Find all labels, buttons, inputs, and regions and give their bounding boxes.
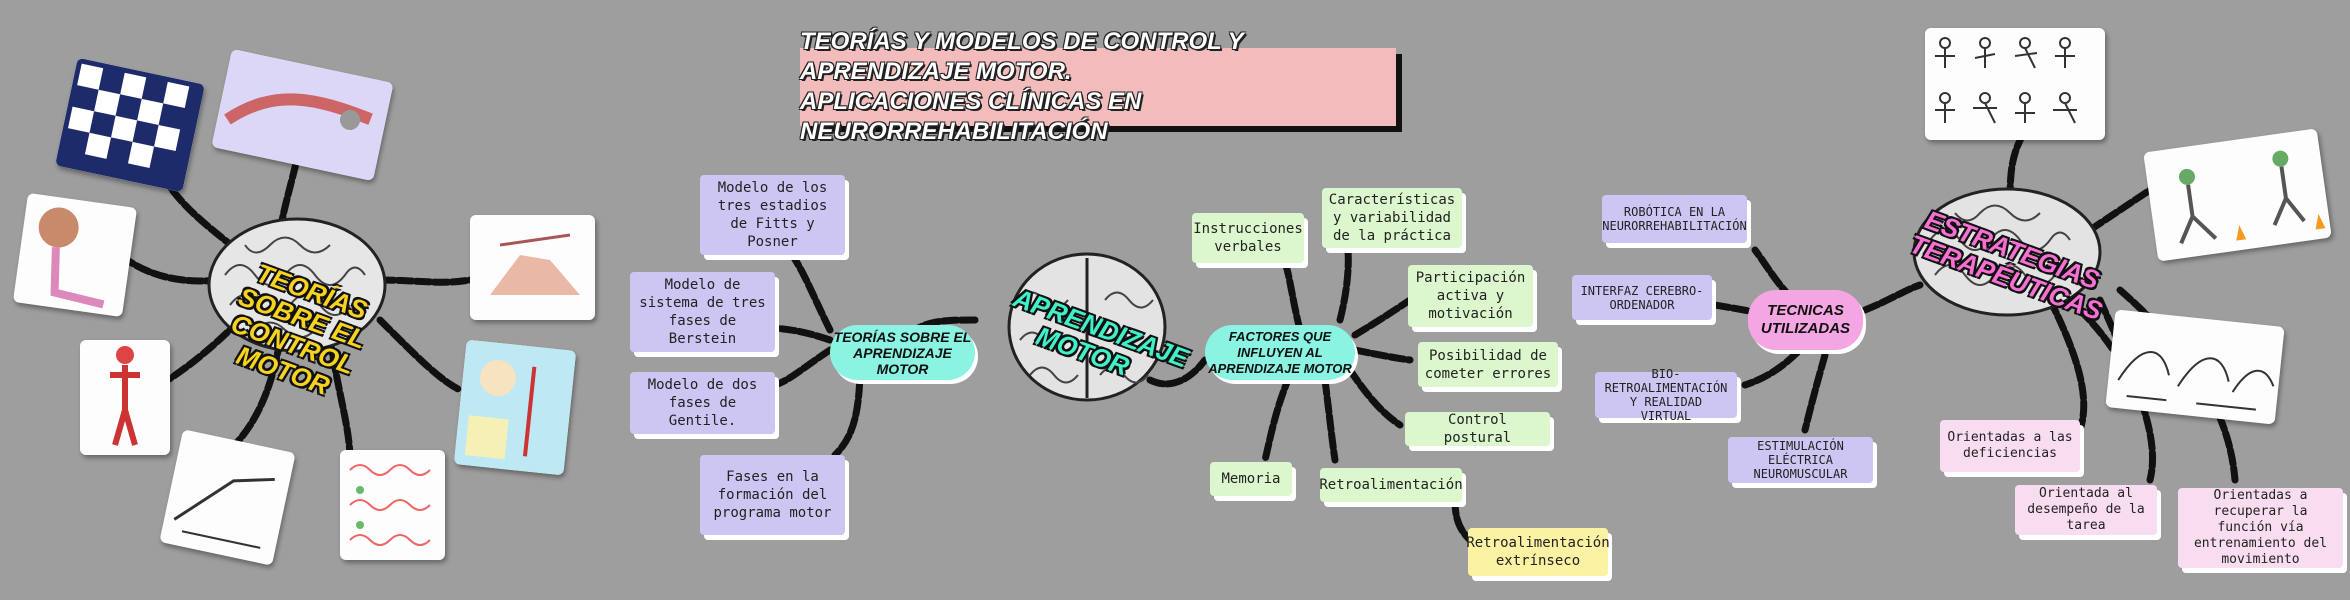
main-title-box: TEORÍAS Y MODELOS DE CONTROL Y APRENDIZA… (800, 28, 1396, 145)
brain-center-icon (1007, 252, 1167, 402)
factor-instructions: Instrucciones verbales (1192, 213, 1304, 263)
thumb-cone-exercise (2143, 128, 2332, 262)
factor-characteristics: Características y variabilidad de la prá… (1322, 188, 1462, 248)
factor-errors: Posibilidad de cometer errores (1418, 342, 1558, 387)
thumb-brain-chart (453, 339, 577, 476)
technique-biofeedback-vr: BIO-RETROALIMENTACIÓN Y REALIDAD VIRTUAL (1595, 367, 1737, 423)
brain-left-icon (207, 217, 387, 353)
thumb-arm-muscle (211, 48, 394, 182)
thumb-human-body (80, 340, 170, 455)
brain-right-icon (1912, 187, 2102, 317)
theory-motor-program: Fases en la formación del programa motor (700, 455, 845, 535)
thumb-exercise-poses (1925, 28, 2105, 140)
factor-postural: Control postural (1405, 412, 1550, 446)
techniques-node: TECNICAS UTILIZADAS (1748, 290, 1863, 350)
technique-electrical-stim: ESTIMULACIÓN ELÉCTRICA NEUROMUSCULAR (1728, 437, 1873, 483)
technique-bci: INTERFAZ CEREBRO-ORDENADOR (1572, 275, 1712, 320)
thumb-arm-sketch (159, 429, 296, 566)
strategy-task: Orientada al desempeño de la tarea (2015, 485, 2157, 535)
factor-memory: Memoria (1210, 462, 1292, 496)
theory-fitts-posner: Modelo de los tres estadios de Fitts y P… (700, 175, 845, 255)
title-line-2: APLICACIONES CLÍNICAS EN NEURORREHABILIT… (800, 88, 1142, 145)
thumb-foot-anatomy (470, 215, 595, 320)
strategy-deficiencies: Orientadas a las deficiencias (1940, 420, 2080, 472)
technique-robotics: ROBÓTICA EN LA NEURORREHABILITACIÓN (1602, 195, 1747, 243)
factor-participation: Participación activa y motivación (1408, 265, 1533, 327)
factor-feedback: Retroalimentación (1319, 468, 1463, 502)
strategy-function: Orientadas a recuperar la función vía en… (2178, 488, 2343, 568)
thumb-nerve-leg (12, 192, 138, 318)
thumb-dancers-grid (54, 57, 206, 193)
theory-berstein: Modelo de sistema de tres fases de Berst… (630, 272, 775, 352)
theory-gentile: Modelo de dos fases de Gentile. (630, 372, 775, 434)
thumb-hand-exercises (2105, 309, 2285, 425)
factor-extrinsic-feedback: Retroalimentación extrínseco (1466, 528, 1610, 576)
theories-learning-node: TEORÍAS SOBRE EL APRENDIZAJE MOTOR (830, 325, 975, 380)
thumb-neuron-diagram (340, 450, 445, 560)
factors-node: FACTORES QUE INFLUYEN AL APRENDIZAJE MOT… (1205, 325, 1355, 380)
title-line-1: TEORÍAS Y MODELOS DE CONTROL Y APRENDIZA… (800, 28, 1244, 85)
